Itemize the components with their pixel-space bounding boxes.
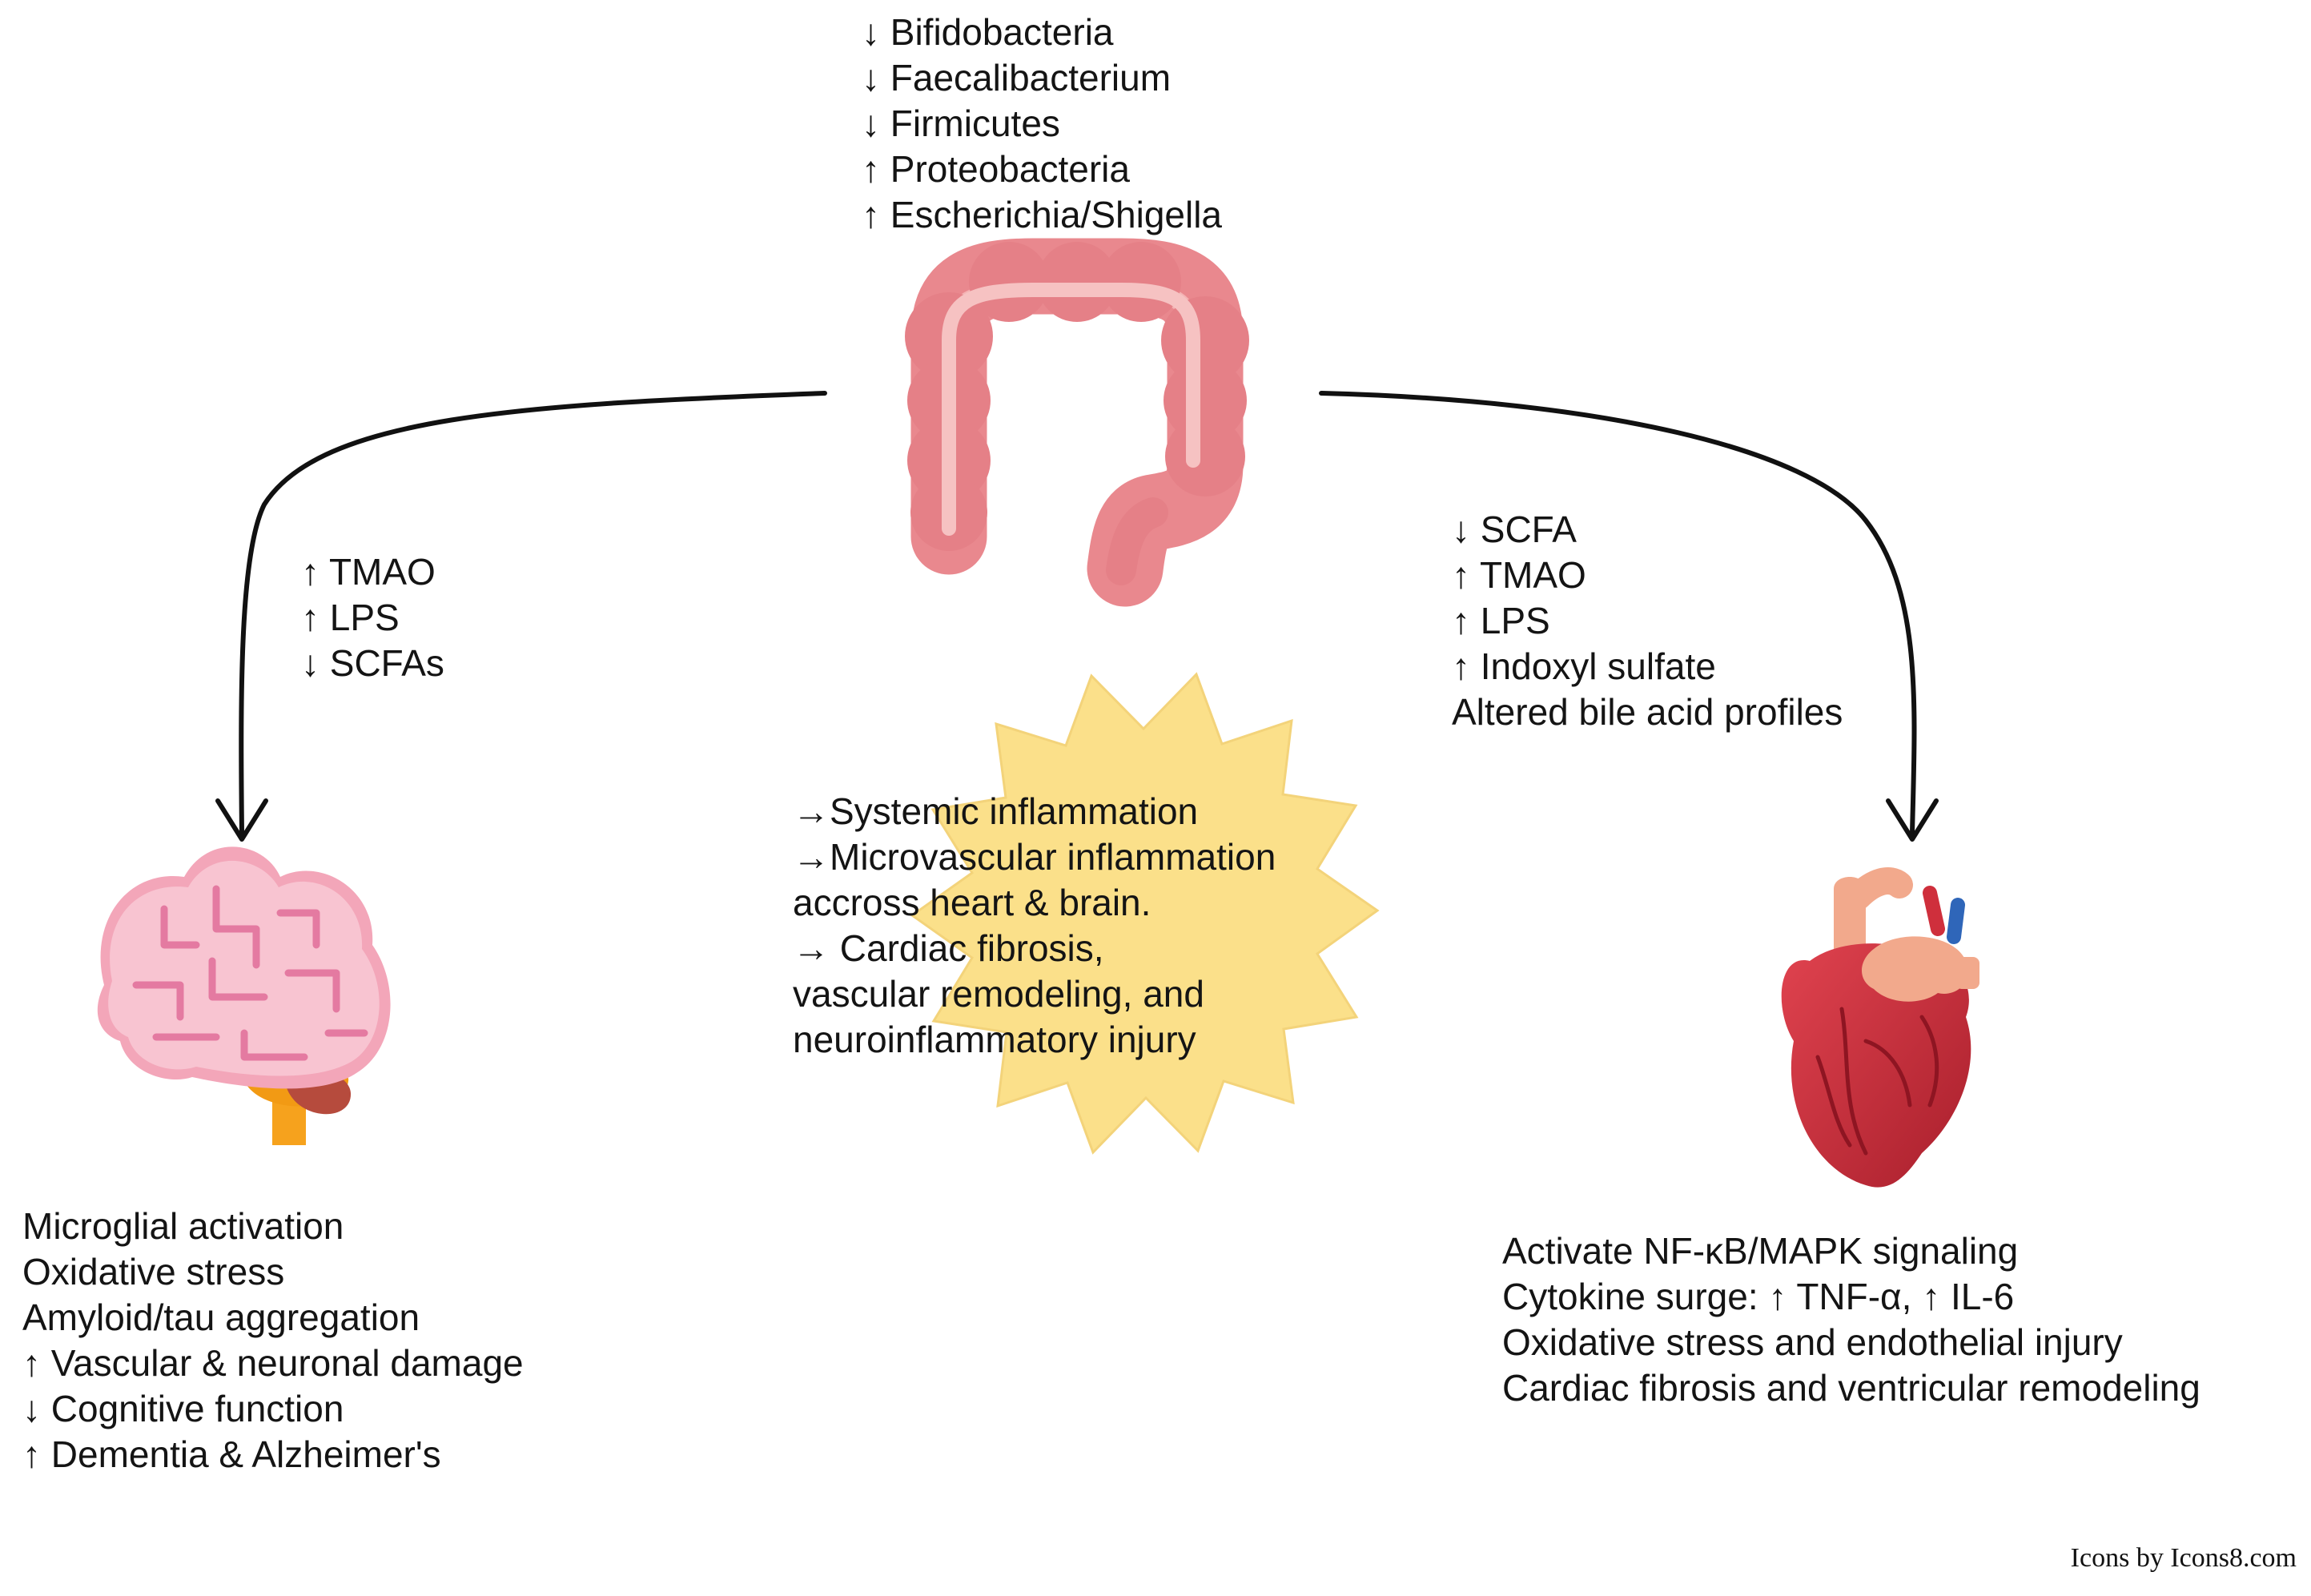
- icons-credit: Icons by Icons8.com: [2070, 1543, 2297, 1573]
- list-item: Altered bile acid profiles: [1452, 691, 1843, 733]
- list-item: Activate NF-κB/MAPK signaling: [1502, 1230, 2019, 1272]
- gut-microbiota-changes: ↓ Bifidobacteria ↓ Faecalibacterium ↓ Fi…: [862, 10, 1222, 238]
- list-item: ↓ Firmicutes: [862, 103, 1060, 144]
- list-item: Amyloid/tau aggregation: [22, 1296, 420, 1338]
- list-item: ↑ Vascular & neuronal damage: [22, 1342, 524, 1384]
- brain-icon: [97, 846, 391, 1145]
- list-item: ↓ Faecalibacterium: [862, 57, 1172, 98]
- brain-outcomes: Microglial activation Oxidative stress A…: [22, 1204, 524, 1477]
- list-item: Oxidative stress and endothelial injury: [1502, 1321, 2123, 1363]
- arrow-gut-to-brain: [215, 391, 827, 842]
- heart-outcomes: Activate NF-κB/MAPK signaling Cytokine s…: [1502, 1228, 2200, 1411]
- list-item: ↑ TMAO: [301, 551, 436, 593]
- list-item: ↑ LPS: [301, 597, 400, 638]
- list-item: vascular remodeling, and: [793, 973, 1204, 1015]
- list-item: → Cardiac fibrosis,: [793, 927, 1104, 969]
- inflammation-burst: [910, 672, 1380, 1155]
- list-item: ↓ SCFAs: [301, 642, 444, 684]
- list-item: →Microvascular inflammation: [793, 836, 1276, 878]
- list-item: Microglial activation: [22, 1205, 344, 1247]
- list-item: accross heart & brain.: [793, 882, 1151, 923]
- list-item: neuroinflammatory injury: [793, 1019, 1196, 1060]
- heart-icon: [1781, 867, 1979, 1188]
- list-item: ↑ Dementia & Alzheimer's: [22, 1433, 441, 1475]
- list-item: ↑ Indoxyl sulfate: [1452, 645, 1716, 687]
- systemic-effects: →Systemic inflammation →Microvascular in…: [793, 789, 1276, 1063]
- gut-to-heart-metabolites: ↓ SCFA ↑ TMAO ↑ LPS ↑ Indoxyl sulfate Al…: [1452, 507, 1843, 735]
- list-item: Oxidative stress: [22, 1251, 285, 1292]
- list-item: ↓ Cognitive function: [22, 1388, 344, 1429]
- list-item: Cardiac fibrosis and ventricular remodel…: [1502, 1367, 2200, 1409]
- arrow-gut-to-heart: [1319, 391, 1939, 842]
- list-item: ↓ Bifidobacteria: [862, 11, 1114, 53]
- list-item: Cytokine surge: ↑ TNF-α, ↑ IL-6: [1502, 1276, 2015, 1317]
- list-item: ↑ Escherichia/Shigella: [862, 194, 1223, 235]
- list-item: →Systemic inflammation: [793, 790, 1199, 832]
- list-item: ↑ Proteobacteria: [862, 148, 1130, 190]
- colon-icon: [905, 238, 1249, 607]
- gut-to-brain-metabolites: ↑ TMAO ↑ LPS ↓ SCFAs: [301, 549, 444, 686]
- list-item: ↑ TMAO: [1452, 554, 1586, 596]
- list-item: ↓ SCFA: [1452, 509, 1577, 550]
- list-item: ↑ LPS: [1452, 600, 1550, 641]
